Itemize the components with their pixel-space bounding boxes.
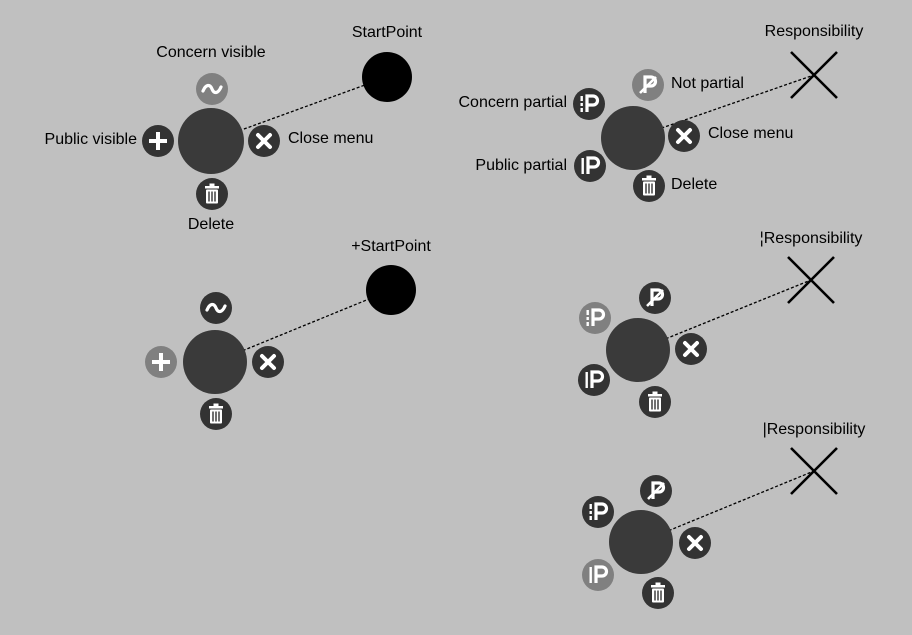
close-icon[interactable] bbox=[252, 346, 284, 378]
endpoint-label: StartPoint bbox=[352, 24, 423, 41]
trash-icon[interactable] bbox=[642, 577, 674, 609]
concern-partial-icon[interactable] bbox=[579, 302, 611, 334]
menu-hub[interactable] bbox=[183, 330, 247, 394]
responsibility-cross[interactable] bbox=[790, 51, 838, 99]
menu-item-label: Public visible bbox=[45, 131, 138, 148]
public-partial-icon[interactable] bbox=[578, 364, 610, 396]
menu-item-label: Concern partial bbox=[459, 94, 568, 111]
start-point-node[interactable] bbox=[366, 265, 416, 315]
trash-icon[interactable] bbox=[639, 386, 671, 418]
diagram-group-g3: +StartPoint bbox=[145, 238, 431, 430]
diagram-group-g5: |Responsibility bbox=[582, 421, 865, 609]
menu-item-label: Close menu bbox=[708, 125, 793, 142]
menu-item-label: Delete bbox=[671, 176, 717, 193]
menu-item-label: Not partial bbox=[671, 75, 744, 92]
close-icon[interactable] bbox=[248, 125, 280, 157]
diagram-group-g4: ¦Responsibility bbox=[578, 230, 862, 418]
menu-item-label: Concern visible bbox=[156, 44, 265, 61]
menu-hub[interactable] bbox=[601, 106, 665, 170]
not-partial-icon[interactable] bbox=[632, 69, 664, 101]
tilde-icon[interactable] bbox=[200, 292, 232, 324]
responsibility-cross[interactable] bbox=[790, 447, 838, 495]
trash-icon[interactable] bbox=[196, 178, 228, 210]
concern-partial-icon[interactable] bbox=[582, 496, 614, 528]
menu-hub[interactable] bbox=[609, 510, 673, 574]
trash-icon[interactable] bbox=[200, 398, 232, 430]
plus-icon[interactable] bbox=[142, 125, 174, 157]
endpoint-label: |Responsibility bbox=[763, 421, 866, 438]
endpoint-label: +StartPoint bbox=[351, 238, 431, 255]
endpoint-label: Responsibility bbox=[765, 23, 864, 40]
close-icon[interactable] bbox=[679, 527, 711, 559]
close-icon[interactable] bbox=[675, 333, 707, 365]
close-icon[interactable] bbox=[668, 120, 700, 152]
endpoint-label: ¦Responsibility bbox=[760, 230, 863, 247]
not-partial-icon[interactable] bbox=[639, 282, 671, 314]
responsibility-cross[interactable] bbox=[787, 256, 835, 304]
trash-icon[interactable] bbox=[633, 170, 665, 202]
menu-hub[interactable] bbox=[606, 318, 670, 382]
start-point-node[interactable] bbox=[362, 52, 412, 102]
not-partial-icon[interactable] bbox=[640, 475, 672, 507]
tilde-icon[interactable] bbox=[196, 73, 228, 105]
menu-item-label: Public partial bbox=[475, 157, 567, 174]
public-partial-icon[interactable] bbox=[582, 559, 614, 591]
menu-item-label: Delete bbox=[188, 216, 234, 233]
plus-icon[interactable] bbox=[145, 346, 177, 378]
menu-item-label: Close menu bbox=[288, 130, 373, 147]
menu-hub[interactable] bbox=[178, 108, 244, 174]
public-partial-icon[interactable] bbox=[574, 150, 606, 182]
concern-partial-icon[interactable] bbox=[573, 88, 605, 120]
